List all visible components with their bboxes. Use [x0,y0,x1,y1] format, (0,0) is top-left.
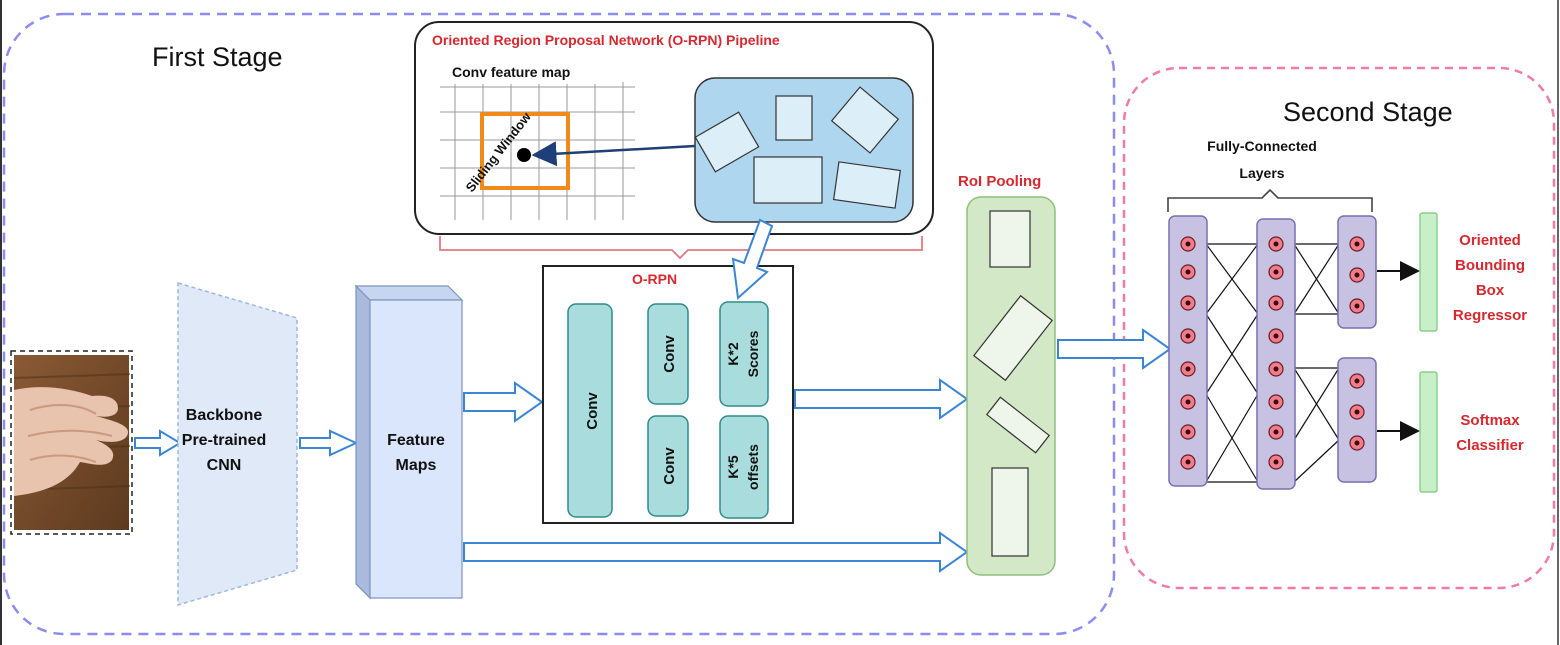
regressor-label-line4: Regressor [1453,307,1527,324]
arrow-featuremaps-to-orpn [463,381,544,423]
conv-top-label: Conv [661,335,678,373]
arrow-orpn-to-roi [794,378,969,420]
classifier-label-line1: Softmax [1460,412,1520,429]
arrow-proposals-to-scores [731,218,774,301]
first-stage-title: First Stage [152,42,283,72]
backbone-label-line3: CNN [207,457,242,474]
feature-maps-label-line1: Feature [387,432,445,449]
regressor-bar [1419,212,1438,332]
fc-layer-3b [1337,357,1377,483]
scores-label-line1: K*2 [725,342,741,366]
orpn-title: O-RPN [632,271,677,287]
first-stage-region [2,12,1116,636]
offsets-label-line1: K*5 [725,455,741,479]
second-stage-title: Second Stage [1283,97,1453,127]
anchor-point [517,148,531,162]
scores-label-line2: Scores [745,330,761,377]
backbone-label-line1: Backbone [186,407,263,424]
backbone-label-line2: Pre-trained [182,432,266,449]
proposal-arrow [531,141,696,167]
conv-feature-map-label: Conv feature map [452,64,570,80]
input-hand-image [13,355,131,530]
second-stage-region [1122,66,1556,590]
input-image-frame [10,350,133,535]
classifier-bar [1419,371,1438,493]
fc-nodes-layer-2 [1268,236,1284,470]
conv-large-label: Conv [584,392,601,430]
regressor-label-line2: Bounding [1455,257,1525,274]
pipeline-brace [439,236,923,260]
classifier-label-line2: Classifier [1456,437,1524,454]
conv-bottom-label: Conv [661,447,678,485]
roi-pooling-title: RoI Pooling [958,173,1041,190]
conv-block-top [647,303,689,405]
scores-block [719,301,769,407]
conv-block-large [567,303,613,518]
fc-connections-2-3 [1293,243,1340,483]
fc-layer-1 [1168,215,1208,487]
fc-layer-2 [1256,218,1296,490]
sliding-window-box [480,112,570,190]
fc-layers-brace [1167,188,1373,212]
roi-pooling-panel [966,196,1056,576]
feature-maps-label-line2: Maps [396,457,437,474]
regressor-label-line3: Box [1476,282,1505,299]
orpn-pipeline-title: Oriented Region Proposal Network (O-RPN)… [432,32,780,48]
backbone-cnn [177,281,298,607]
arrow-featuremaps-to-roi [463,531,969,573]
regressor-label-line1: Oriented [1459,232,1521,249]
arrow-roi-to-fc [1057,328,1172,370]
arrow-backbone-to-featuremaps [299,429,359,457]
feature-maps-block [354,284,464,600]
fc-layers-label-line1: Fully-Connected [1207,138,1317,154]
fc-layers-label-line2: Layers [1239,165,1284,181]
arrow-image-to-backbone [134,429,182,457]
fc-connections-1-2 [1205,243,1259,483]
conv-block-bottom [647,415,689,517]
offsets-label-line2: offsets [745,444,761,490]
offsets-block [719,415,769,519]
